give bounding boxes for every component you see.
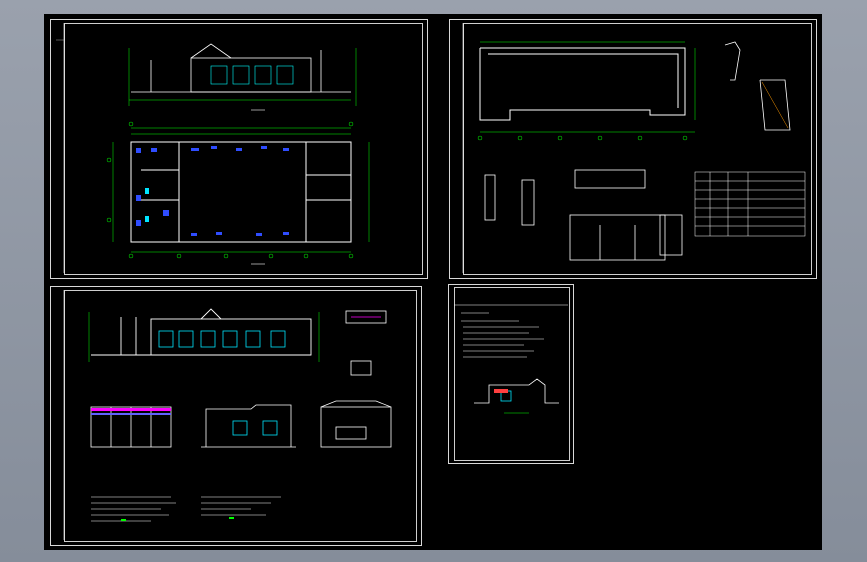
sheet-floor-plan[interactable] [50, 19, 428, 279]
elevations-drawing [63, 290, 392, 540]
design-notes-drawing [454, 304, 568, 414]
sheet-elevations[interactable] [50, 286, 422, 546]
drawing-canvas[interactable] [44, 14, 822, 550]
sheet-design-notes[interactable] [448, 284, 574, 464]
floor-plan-drawing [56, 23, 370, 273]
roof-plan-drawing [462, 23, 806, 273]
sheet-roof-plan[interactable] [449, 19, 817, 279]
